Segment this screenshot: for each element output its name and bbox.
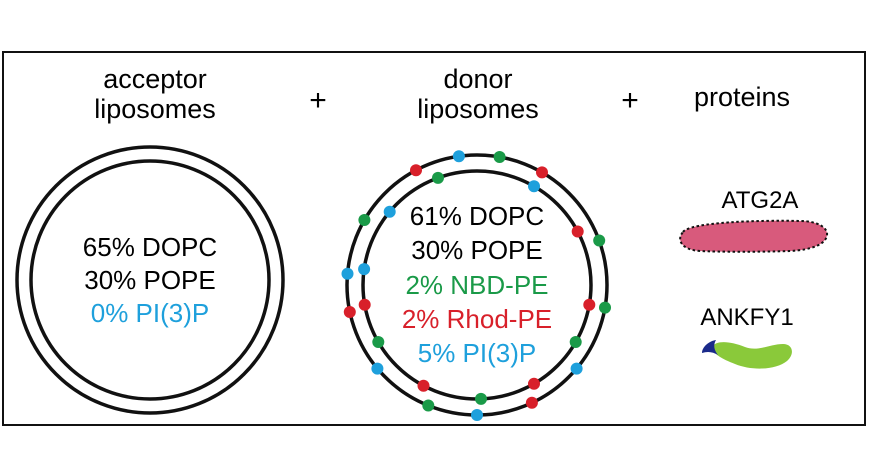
donor-marker-green-9	[422, 399, 435, 412]
donor-lipid-rhod-pe: 2% Rhod-PE	[402, 304, 552, 334]
donor-lipid-pi3p: 5% PI(3)P	[418, 338, 537, 368]
acceptor-lipid-pi3p: 0% PI(3)P	[91, 298, 210, 328]
ankfy1-protein-body	[712, 342, 792, 369]
donor-marker-red-3	[536, 166, 548, 179]
donor-section: donor liposomes 61% DOPC 30% POPE 2% NBD…	[341, 64, 611, 421]
donor-marker-green-4	[593, 234, 606, 247]
donor-fluorescent-lipid-markers	[341, 150, 611, 421]
donor-marker-blue-24	[358, 263, 371, 276]
donor-lipid-dopc: 61% DOPC	[410, 201, 544, 231]
donor-marker-red-11	[343, 306, 356, 318]
donor-marker-blue-12	[341, 267, 354, 280]
ankfy1-n-terminal-cap	[702, 340, 718, 355]
acceptor-section: acceptor liposomes 65% DOPC 30% POPE 0% …	[15, 64, 285, 415]
donor-marker-green-5	[599, 301, 611, 314]
donor-title-line2: liposomes	[417, 94, 539, 124]
donor-marker-red-19	[528, 377, 540, 390]
donor-marker-red-17	[583, 298, 596, 311]
acceptor-lipid-dopc: 65% DOPC	[83, 232, 217, 262]
acceptor-inner-membrane	[29, 159, 271, 401]
ankfy1-label: ANKFY1	[700, 304, 793, 331]
donor-marker-red-23	[358, 298, 371, 311]
donor-marker-red-0	[410, 164, 422, 177]
donor-lipid-pope: 30% POPE	[411, 235, 543, 265]
donor-marker-green-13	[358, 214, 371, 226]
donor-marker-green-14	[432, 171, 444, 184]
donor-marker-blue-25	[383, 205, 396, 218]
donor-marker-blue-10	[371, 362, 384, 375]
diagram-frame	[2, 51, 866, 426]
atg2a-protein-shape	[679, 219, 829, 253]
donor-marker-blue-8	[471, 409, 483, 421]
donor-marker-blue-6	[570, 362, 583, 375]
donor-marker-red-16	[571, 225, 584, 238]
donor-marker-green-20	[475, 392, 487, 405]
donor-marker-red-7	[525, 396, 538, 409]
proteins-title: proteins	[694, 82, 790, 112]
donor-marker-green-2	[493, 151, 506, 163]
acceptor-lipid-pope: 30% POPE	[84, 265, 216, 295]
donor-marker-green-22	[372, 336, 385, 348]
proteins-section: proteins ATG2A ANKFY1	[679, 82, 829, 369]
donor-title-line1: donor	[443, 64, 512, 94]
plus-sign-1: +	[309, 84, 327, 117]
plus-sign-2: +	[621, 84, 639, 117]
donor-marker-green-18	[569, 336, 582, 348]
donor-lipid-nbd-pe: 2% NBD-PE	[405, 270, 548, 300]
atg2a-label: ATG2A	[722, 187, 799, 214]
acceptor-title-line1: acceptor	[103, 64, 207, 94]
donor-marker-blue-15	[528, 180, 540, 193]
donor-marker-blue-1	[452, 150, 465, 163]
donor-marker-red-21	[417, 379, 430, 392]
acceptor-title-line2: liposomes	[94, 94, 216, 124]
acceptor-outer-membrane	[15, 145, 285, 415]
